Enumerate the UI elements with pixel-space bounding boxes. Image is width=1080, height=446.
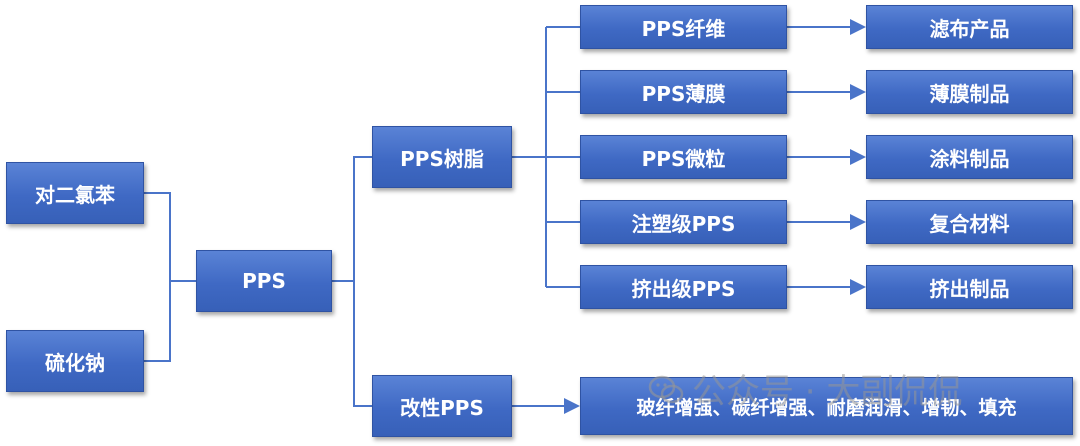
product-box-2: 薄膜制品 [866, 70, 1073, 114]
raw-material-box-1: 对二氯苯 [6, 162, 144, 224]
form-box-1: PPS纤维 [580, 5, 787, 49]
product-box-1: 滤布产品 [866, 5, 1073, 49]
connector-pps-modified [353, 281, 372, 407]
form-box-4: 注塑级PPS [580, 200, 787, 244]
raw-material-box-2: 硫化钠 [6, 330, 144, 392]
pps-resin-box: PPS树脂 [372, 126, 512, 188]
product-box-5: 挤出制品 [866, 265, 1073, 309]
product-box-3: 涂料制品 [866, 135, 1073, 179]
connector-pps-resin [332, 156, 372, 282]
connector-raw-b [144, 281, 171, 362]
product-box-4: 复合材料 [866, 200, 1073, 244]
modified-result-box: 玻纤增强、碳纤增强、耐磨润滑、增韧、填充 [580, 377, 1073, 435]
form-box-5: 挤出级PPS [580, 265, 787, 309]
form-box-3: PPS微粒 [580, 135, 787, 179]
form-box-2: PPS薄膜 [580, 70, 787, 114]
modified-pps-box: 改性PPS [372, 375, 512, 437]
connector-raw-a [144, 192, 196, 282]
pps-box: PPS [196, 250, 332, 312]
